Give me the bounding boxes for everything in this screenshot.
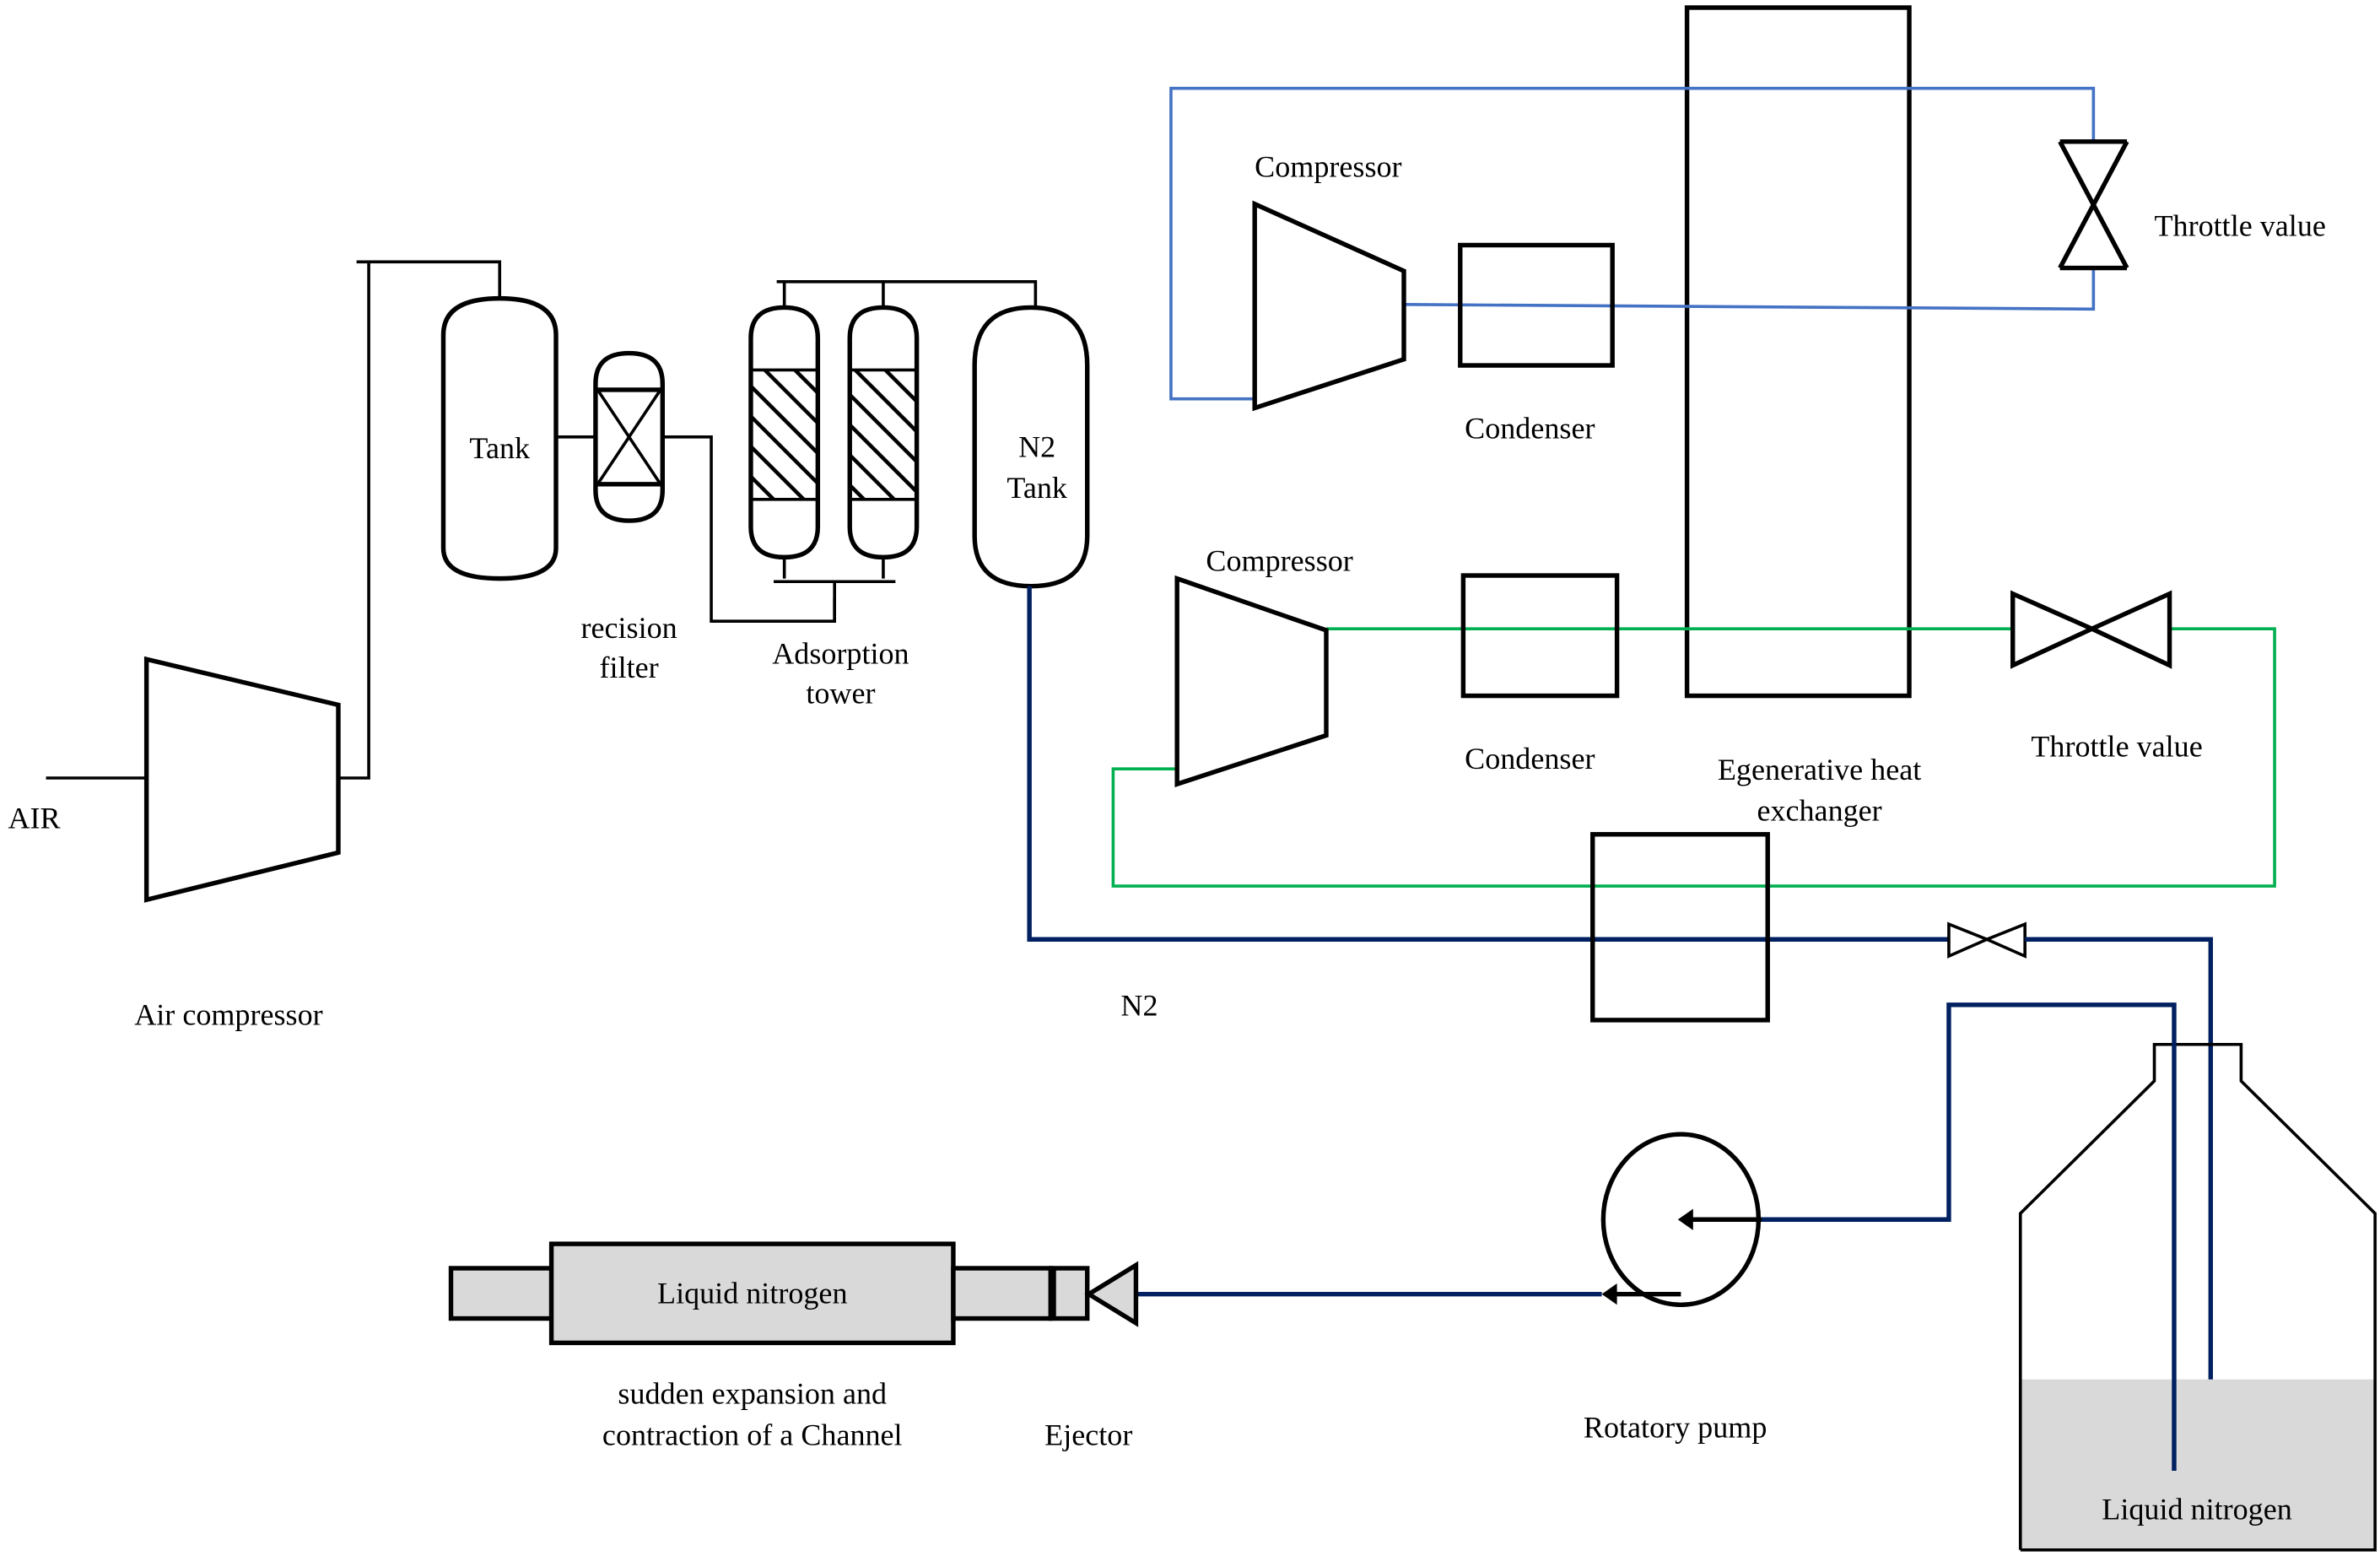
channel-label-line1: sudden expansion and [618,1377,887,1411]
condenser-1 [1458,242,1615,368]
ejector-body [1048,1266,1090,1321]
ejector [448,1241,1139,1346]
throttle-valve-1-label: Throttle value [2155,209,2326,243]
compressor-2-label: Compressor [1206,544,1352,578]
condenser-2-label: Condenser [1465,742,1595,775]
pump-outlet-arrow-icon [1601,1283,1617,1305]
channel-content-label: Liquid nitrogen [657,1276,847,1310]
pump-suction-line [1762,1002,2177,1471]
regen-hx-label-line2: exchanger [1757,794,1881,828]
loop1-supply-line [1403,267,2096,311]
air-compressor-label: Air compressor [134,997,322,1031]
tank-vessel [440,295,559,581]
dewar-content-label: Liquid nitrogen [2102,1493,2291,1526]
n2-tank-vessel [972,305,1090,589]
filter-label-line2: filter [600,651,659,684]
n2-tank-label-line1: N2 [1018,430,1055,463]
adsorption-tower-1 [748,305,821,560]
channel-outlet [951,1266,1054,1321]
channel-inlet [448,1266,554,1321]
loop2-return-line [1111,627,2276,888]
adsorption-label-line1: Adsorption [772,637,909,671]
loop1-return-line [1169,86,2096,401]
liquid-nitrogen-dewar [2018,1042,2377,1552]
adsorption-label-line2: tower [806,677,875,710]
ejector-label: Ejector [1044,1418,1132,1451]
throttle-valve-2 [2010,590,2172,669]
nitrogen-heat-exchanger [1590,832,1770,1023]
n2-line-label: N2 [1120,988,1158,1022]
throttle-valve-1 [2058,139,2129,271]
condenser-1-label: Condenser [1465,412,1595,446]
pump-inlet-arrow-icon [1677,1208,1693,1230]
air-compressor-shape [143,656,341,903]
adsorption-tower-2 [847,305,920,560]
air-label: AIR [8,802,61,835]
ejector-nozzle-icon [1084,1261,1139,1327]
tower-top-header [782,279,1038,308]
rotatory-pump-label: Rotatory pump [1584,1410,1767,1444]
condenser-2 [1460,573,1620,699]
regen-hx-label-line1: Egenerative heat [1718,753,1921,786]
n2-supply-line [1027,586,1949,942]
air-compressor [46,260,502,903]
n2-tank-label-line2: Tank [1007,471,1068,505]
precision-filter [593,350,666,523]
regenerative-heat-exchanger [1684,5,1912,699]
n2-valve [1947,921,2027,959]
filter-label-line1: recision [581,611,677,645]
dewar-liquid [2020,1379,2376,1550]
compressor-1-label: Compressor [1255,149,1401,183]
throttle-valve-2-label: Throttle value [2031,730,2202,764]
n2-to-dewar-line [2025,937,2213,1474]
channel-expansion [548,1241,956,1346]
compressor-1-shape [1252,200,1406,412]
compressor-2-shape [1174,575,1329,787]
tank-label: Tank [469,431,531,465]
channel-label-line2: contraction of a Channel [602,1418,903,1451]
compressor-to-tank-pipe [337,260,502,780]
